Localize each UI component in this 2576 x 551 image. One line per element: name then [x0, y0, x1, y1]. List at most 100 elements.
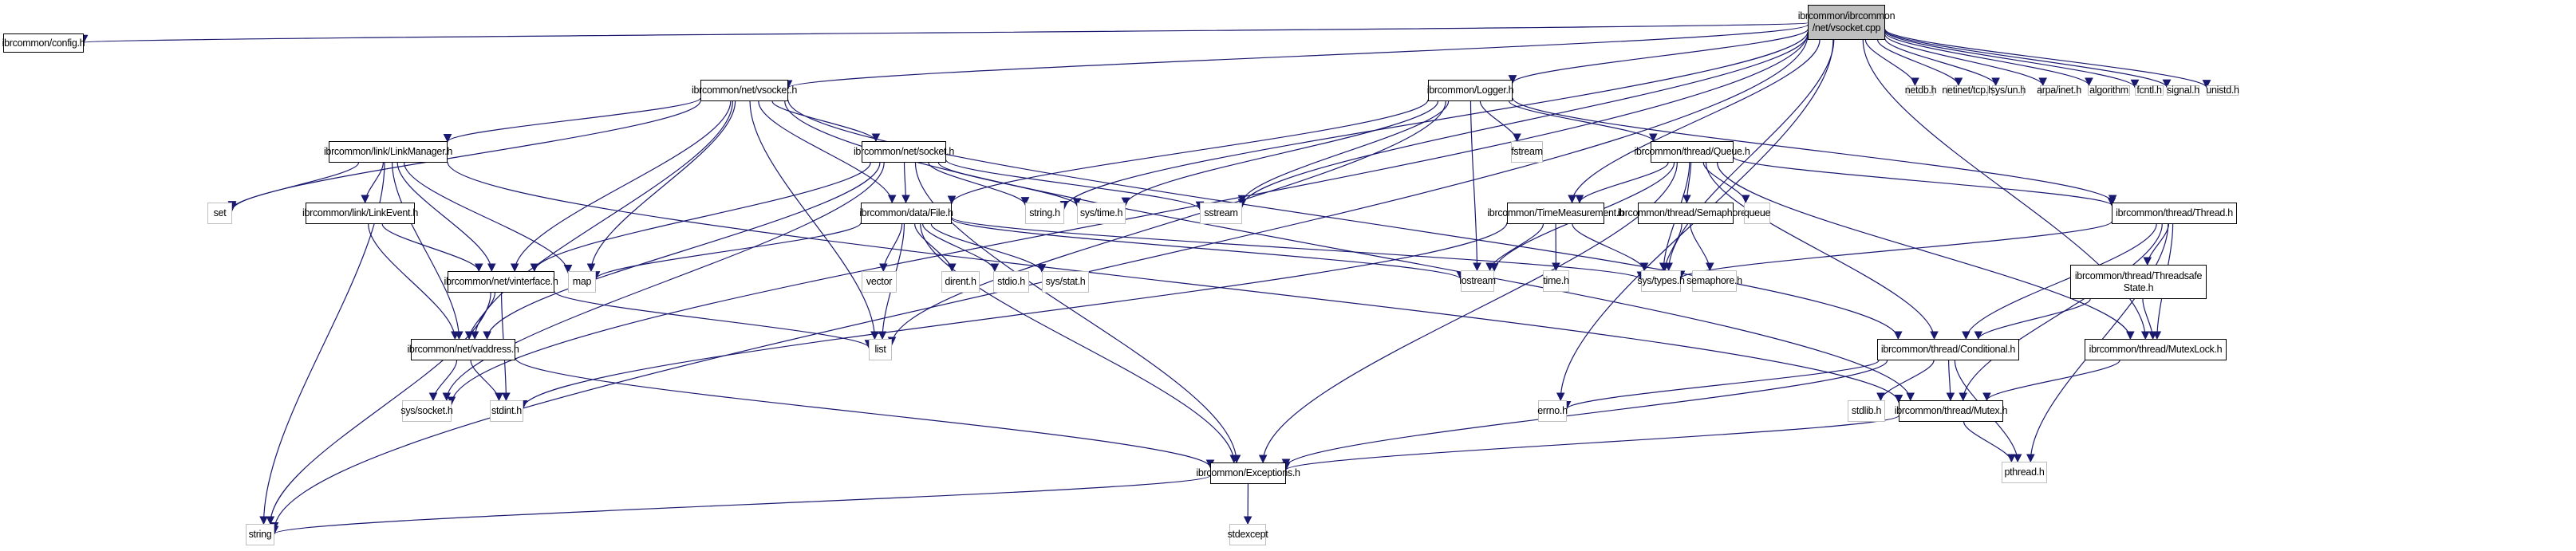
edge-vaddress_h-to-sys_socket_h	[428, 360, 458, 402]
node-errno-h[interactable]: errno.h	[1537, 400, 1568, 422]
edge-queue_h-to-conditional_h	[1705, 162, 1939, 340]
node-map[interactable]: map	[568, 271, 596, 293]
node-queue-h[interactable]: ibrcommon/thread/Queue.h	[1635, 141, 1750, 163]
node-linkmanager-h[interactable]: ibrcommon/link/LinkManager.h	[324, 141, 452, 163]
edge-queue_h-to-thread_h	[1733, 156, 2116, 207]
edge-vsocket_cpp-to-sys_un_h	[1884, 38, 2000, 87]
edge-vaddress_h-to-exceptions_h	[515, 357, 1215, 469]
edge-vsocket_h-to-mutex_h	[784, 100, 1915, 402]
node-stdint-h[interactable]: stdint.h	[490, 400, 523, 422]
edge-vsocket_cpp-to-mutexlock_h	[1862, 39, 2150, 340]
edge-linkmanager_h-to-mutex_h	[447, 161, 1903, 403]
edge-exceptions_h-to-string	[270, 474, 1211, 535]
node-netdb-h[interactable]: netdb.h	[1904, 85, 1937, 96]
edge-file_h-to-iostream	[951, 218, 1466, 281]
node-mutex-h[interactable]: ibrcommon/thread/Mutex.h	[1895, 400, 2008, 422]
node-pthread-h[interactable]: pthread.h	[2002, 462, 2047, 483]
node-threadsafestate-h[interactable]: ibrcommon/thread/Threadsafe State.h	[2070, 265, 2207, 299]
node-iostream[interactable]: iostream	[1459, 270, 1496, 292]
node-mutexlock-h[interactable]: ibrcommon/thread/MutexLock.h	[2085, 339, 2227, 360]
node-config-h[interactable]: ibrcommon/config.h	[2, 33, 85, 53]
node-stdio-h[interactable]: stdio.h	[993, 271, 1029, 293]
edge-socket_h-to-sys_socket_h	[442, 162, 885, 402]
node-vsocket-cpp[interactable]: ibrcommon/ibrcommon /net/vsocket.cpp	[1798, 5, 1896, 40]
edge-vsocket_h-to-set	[227, 100, 701, 211]
edge-vsocket_cpp-to-config_h	[81, 22, 1809, 44]
node-string[interactable]: string	[246, 524, 274, 545]
edge-linkmanager_h-to-linkevent_h	[361, 162, 384, 204]
node-vaddress-h[interactable]: ibrcommon/net/vaddress.h	[407, 339, 519, 360]
edge-vsocket_cpp-to-algorithm	[1884, 32, 2093, 87]
node-unistd-h[interactable]: unistd.h	[2206, 85, 2239, 96]
edge-logger_h-to-thread_h	[1512, 97, 2117, 204]
edge-file_h-to-dirent_h	[914, 223, 957, 273]
node-vsocket-h[interactable]: ibrcommon/net/vsocket.h	[692, 80, 797, 101]
node-stdexcept[interactable]: stdexcept	[1228, 524, 1268, 545]
edge-linkmanager_h-to-set	[227, 162, 360, 210]
edge-thread_h-to-sys_types_h	[1676, 221, 2112, 280]
edge-queue_h-to-queue	[1702, 162, 1750, 204]
node-sys-types-h[interactable]: sys/types.h	[1637, 270, 1685, 292]
node-fstream[interactable]: fstream	[1511, 141, 1543, 163]
node-sys-un-h[interactable]: sys/un.h	[1990, 85, 2026, 96]
edge-socket_h-to-file_h	[901, 162, 910, 204]
node-sys-time-h[interactable]: sys/time.h	[1077, 203, 1126, 224]
node-time-h[interactable]: time.h	[1543, 270, 1569, 292]
edge-vsocket_cpp-to-tcp_h	[1877, 39, 1963, 87]
node-semaphore-class-h[interactable]: ibrcommon/thread/Semaphore.h	[1618, 203, 1754, 224]
node-signal-h[interactable]: signal.h	[2167, 85, 2199, 96]
edge-linkevent_h-to-vaddress_h	[368, 223, 460, 340]
edge-vsocket_cpp-to-timemeasurement_h	[1568, 39, 1821, 204]
node-vinterface-h[interactable]: ibrcommon/net/vinterface.h	[444, 271, 558, 293]
node-arpa-inet-h[interactable]: arpa/inet.h	[2037, 85, 2081, 96]
node-queue[interactable]: queue	[1744, 203, 1770, 224]
node-linkevent-h[interactable]: ibrcommon/link/LinkEvent.h	[302, 203, 418, 224]
edge-mutex_h-to-pthread_h	[1963, 421, 2016, 463]
edge-vsocket_h-to-socket_h	[771, 100, 881, 143]
edge-logger_h-to-queue_h	[1509, 100, 1658, 143]
node-sys-stat-h[interactable]: sys/stat.h	[1042, 271, 1089, 293]
edge-logger_h-to-list	[887, 100, 1446, 346]
edge-vsocket_h-to-linkmanager_h	[443, 97, 701, 143]
node-string-h[interactable]: string.h	[1025, 203, 1064, 224]
node-exceptions-h[interactable]: ibrcommon/Exceptions.h	[1196, 462, 1300, 484]
node-fcntl-h[interactable]: fcntl.h	[2135, 85, 2164, 96]
edge-socket_h-to-vinterface_h	[530, 162, 871, 273]
node-netinet-tcp-h[interactable]: netinet/tcp.h	[1942, 85, 1994, 96]
edge-vsocket_h-to-vinterface_h	[510, 100, 732, 273]
node-thread-h[interactable]: ibrcommon/thread/Thread.h	[2112, 203, 2237, 224]
edge-vsocket_h-to-map	[586, 100, 736, 273]
edge-vsocket_cpp-to-string	[270, 34, 1809, 531]
node-semaphore-h[interactable]: semaphore.h	[1686, 270, 1742, 292]
node-algorithm[interactable]: algorithm	[2088, 85, 2130, 96]
edge-linkmanager_h-to-vinterface_h	[396, 162, 496, 273]
node-vector[interactable]: vector	[862, 271, 897, 293]
edge-file_h-to-sys_stat_h	[930, 223, 1047, 273]
edge-semaphore_cls_h-to-semaphore_h	[1690, 223, 1714, 272]
node-sys-socket-h[interactable]: sys/socket.h	[400, 400, 453, 422]
edge-file_h-to-vector	[878, 223, 903, 273]
node-dirent-h[interactable]: dirent.h	[941, 271, 980, 293]
edge-vsocket_h-to-vaddress_h	[470, 100, 733, 340]
edge-vsocket_cpp-to-logger_h	[1508, 29, 1809, 84]
node-conditional-h[interactable]: ibrcommon/thread/Conditional.h	[1877, 339, 2019, 360]
node-set[interactable]: set	[207, 203, 232, 224]
edge-vsocket_h-to-list	[749, 100, 879, 340]
edge-vsocket_cpp-to-sys_types_h	[1664, 39, 1835, 272]
node-socket-h[interactable]: ibrcommon/net/socket.h	[854, 141, 954, 163]
edge-thread_h-to-conditional_h	[1962, 223, 2157, 340]
node-logger-h[interactable]: ibrcommon/Logger.h	[1427, 80, 1514, 101]
edge-threadsafestate_h-to-conditional_h	[1974, 298, 2091, 340]
edge-timemeasurement_h-to-iostream	[1485, 223, 1544, 272]
node-stdlib-h[interactable]: stdlib.h	[1848, 400, 1885, 422]
node-file-h[interactable]: ibrcommon/data/File.h	[859, 203, 953, 224]
edge-linkevent_h-to-vinterface_h	[381, 223, 483, 273]
node-sstream[interactable]: sstream	[1200, 203, 1242, 224]
node-list[interactable]: list	[869, 339, 892, 360]
node-timemeasurement-h[interactable]: ibrcommon/TimeMeasurement.h	[1487, 203, 1624, 224]
edge-vsocket_cpp-to-netdb_h	[1864, 39, 1919, 87]
edge-vaddress_h-to-stdint_h	[470, 360, 503, 402]
edge-vsocket_cpp-to-sys_socket_h	[447, 33, 1809, 406]
edge-vsocket_h-to-file_h	[758, 100, 897, 204]
edge-linkmanager_h-to-vaddress_h	[392, 162, 464, 340]
